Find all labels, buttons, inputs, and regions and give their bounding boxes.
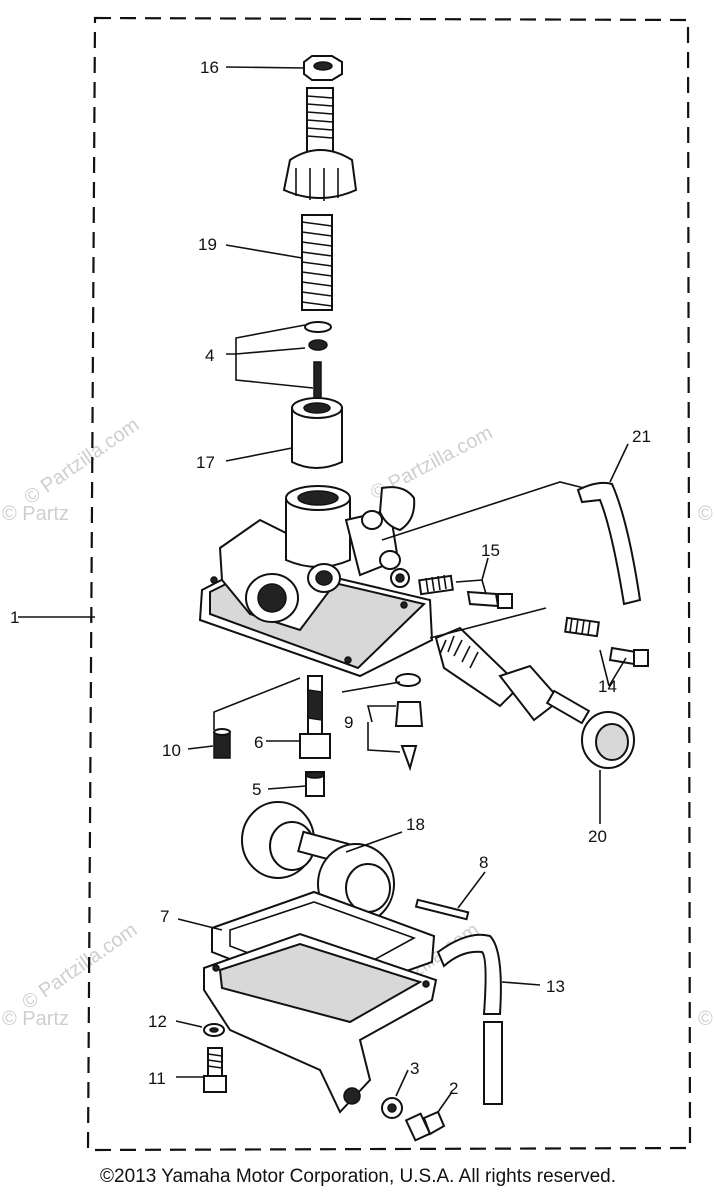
callout-14: 14	[598, 677, 617, 696]
assembly-boundary	[86, 16, 692, 1152]
part-5-main-jet	[305, 771, 325, 797]
watermark-edge-right-1: ©	[698, 503, 713, 525]
watermark-edge-left-2: © Partz	[2, 1008, 69, 1030]
callout-10: 10	[162, 741, 181, 760]
callout-8: 8	[479, 853, 488, 872]
part-2-drain-screw	[404, 1110, 446, 1142]
part-14-screw-set	[564, 616, 649, 667]
part-13-drain-tube	[436, 933, 502, 1015]
part-20-starter-plunger	[434, 626, 635, 769]
callout-4: 4	[205, 346, 214, 365]
part-13-drain-tube-lower	[483, 1021, 503, 1105]
part-6-needle-jet	[299, 675, 331, 759]
carburetor-body	[198, 485, 434, 678]
callout-5: 5	[252, 780, 261, 799]
part-17-throttle-valve	[291, 397, 343, 469]
copyright-footer: ©2013 Yamaha Motor Corporation, U.S.A. A…	[100, 1166, 616, 1187]
callout-6: 6	[254, 733, 263, 752]
part-12-washer	[203, 1023, 225, 1037]
callout-12: 12	[148, 1012, 167, 1031]
callout-19: 19	[198, 235, 217, 254]
callout-1: 1	[10, 608, 19, 627]
callout-13: 13	[546, 977, 565, 996]
float-chamber	[203, 932, 438, 1114]
part-9-float-valve	[394, 673, 424, 772]
callout-20: 20	[588, 827, 607, 846]
callout-11: 11	[148, 1069, 166, 1088]
part-8-float-pin	[414, 898, 470, 921]
callout-2: 2	[449, 1079, 458, 1098]
watermark-left-upper: © Partzilla.com	[20, 414, 143, 509]
callout-16: 16	[200, 58, 219, 77]
part-4-needle-set	[304, 321, 332, 411]
watermark-edge-left-1: © Partz	[2, 503, 69, 525]
watermark-edge-right-2: ©	[698, 1008, 713, 1030]
callout-17: 17	[196, 453, 215, 472]
callout-3: 3	[410, 1059, 419, 1078]
part-10-pilot-jet	[213, 728, 231, 759]
callout-7: 7	[160, 907, 169, 926]
mixing-chamber-top	[282, 87, 358, 201]
part-3-gasket	[381, 1097, 403, 1119]
part-19-spring	[301, 214, 333, 311]
callout-9: 9	[344, 713, 353, 732]
part-21-tube	[576, 481, 642, 606]
leader-lines	[18, 66, 629, 1113]
callout-21: 21	[632, 427, 651, 446]
callout-15: 15	[481, 541, 500, 560]
part-15-screw-set	[418, 574, 513, 609]
part-16-nut	[303, 55, 343, 81]
watermark-left-lower: © Partzilla.com	[18, 919, 141, 1014]
callout-18: 18	[406, 815, 425, 834]
part-11-screw	[203, 1047, 227, 1093]
